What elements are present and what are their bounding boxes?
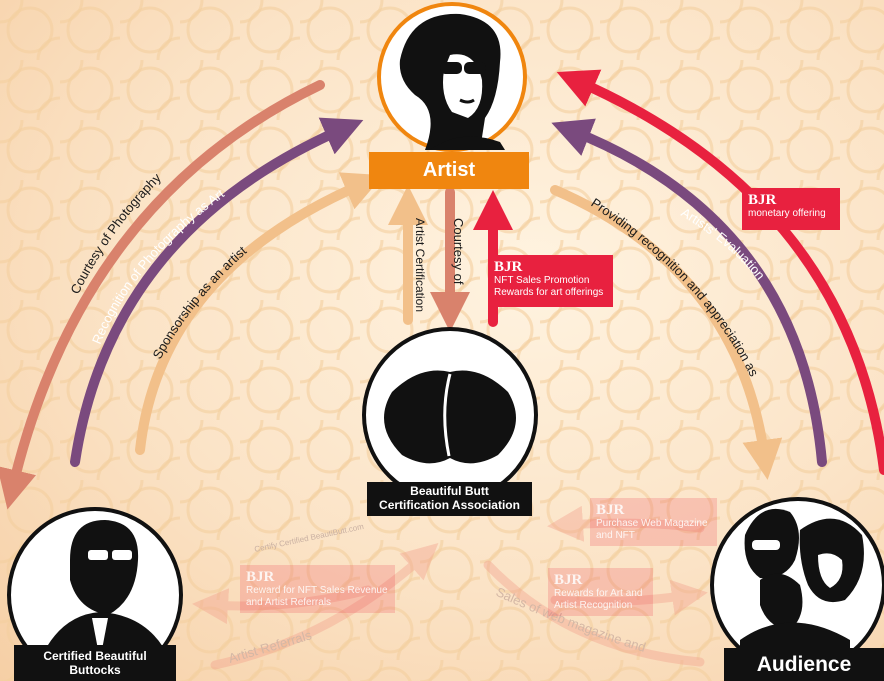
bjr-reward-nft-brand: BJR [246,569,275,585]
arrow-providing-recognition [550,185,783,480]
certified-node [7,507,183,681]
bjr-nft-box: BJR NFT Sales Promotion Rewards for art … [488,255,613,307]
arrow-sponsorship [135,172,384,455]
certified-label-box [14,645,176,681]
bjr-nft-text: NFT Sales Promotion Rewards for art offe… [494,275,604,298]
artist-label: Artist [422,159,476,181]
bjr-nft-brand: BJR [494,259,523,275]
arrow-purchase [547,505,705,542]
association-label: Beautiful Butt Certification Association [379,484,520,512]
arrow-monetary-offering [556,69,884,475]
bjr-purchase-brand: BJR [596,502,625,518]
bjr-monetary-brand: BJR [748,192,777,208]
arrow-rewards-art [550,579,708,616]
association-node [362,327,538,516]
audience-label: Audience [756,653,852,676]
bjr-rewards-art-box: BJR Rewards for Art and Artist Recogniti… [548,568,653,616]
bjr-monetary-box: BJR monetary offering [742,188,840,230]
arrow-artists-evaluation [551,118,827,467]
bjr-monetary-text: monetary offering [748,208,826,219]
artist-label-box [369,152,529,189]
bjr-rewards-art-text: Rewards for Art and Artist Recognition [554,588,643,611]
artist-node [369,2,529,189]
arrow-recognition-photography [70,117,364,467]
bjr-purchase-box: BJR Purchase Web Magazine and NFT [590,498,717,546]
arrow-reward-nft [192,585,373,625]
certified-label: Certified Beautiful Buttocks [43,649,147,677]
audience-label-box [724,648,884,681]
label-artist-certification: Artist Certification [413,218,427,312]
bjr-reward-nft-text: Reward for NFT Sales Revenue and Artist … [246,585,388,608]
audience-node [710,497,884,681]
bjr-rewards-art-brand: BJR [554,572,583,588]
faded-lower-flows [192,505,708,670]
arrow-sales-web [483,560,705,667]
bjr-reward-nft-box: BJR Reward for NFT Sales Revenue and Art… [240,565,395,613]
heart-butt-icon [384,370,516,464]
bjr-purchase-text: Purchase Web Magazine and NFT [596,518,708,541]
arrow-courtesy-photography [0,80,325,510]
label-courtesy-of: Courtesy of [451,218,466,285]
arrow-artist-referrals [210,543,439,670]
artist-portrait-icon [399,13,505,151]
association-label-box [367,482,532,516]
